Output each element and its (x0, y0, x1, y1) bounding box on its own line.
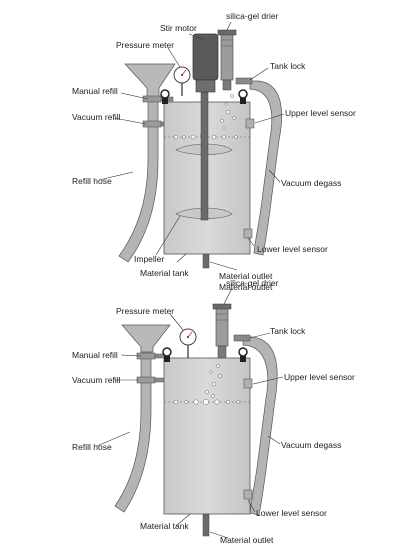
upper-level-sensor-2 (243, 378, 253, 389)
stir-shaft-1 (200, 91, 209, 221)
label-silica-gel-drier: silica-gel drier (226, 11, 279, 21)
tank-lock-fitting-1 (235, 77, 253, 85)
pressure-meter-1 (173, 66, 191, 96)
label-pressure-meter: Pressure meter (116, 40, 174, 50)
degas-bubbles-2 (173, 364, 240, 406)
diagram-without-stir-motor: Material outlet silica-gel drier Pressur… (72, 278, 355, 545)
vacuum-degass-hose-2 (242, 336, 278, 516)
label-material-tank: Material tank (140, 268, 189, 278)
label-manual-refill: Manual refill (72, 86, 118, 96)
label-material-outlet: Material outlet (220, 535, 274, 545)
label-tank-lock: Tank lock (270, 61, 306, 71)
pressure-meter-2 (179, 328, 197, 358)
lower-level-sensor-1 (243, 228, 253, 239)
tank-lock-left-1 (160, 89, 170, 104)
material-outlet-2 (202, 513, 210, 537)
vacuum-degass-hose-1 (249, 80, 282, 256)
tank-lock-right-1 (238, 89, 248, 104)
label-silica-gel-drier: silica-gel drier (226, 278, 279, 288)
label-vacuum-degass: Vacuum degass (281, 440, 341, 450)
silica-gel-drier-2 (212, 303, 232, 359)
tank-lock-right-2 (238, 347, 248, 362)
label-material-outlet-top: Material outlet (219, 282, 273, 292)
label-refill-hose: Refill hose (72, 442, 112, 452)
silica-gel-drier-1 (217, 29, 237, 91)
label-lower-level-sensor: Lower level sensor (256, 508, 327, 518)
label-vacuum-refill: Vacuum refill (72, 375, 121, 385)
labels-2: Material outlet silica-gel drier Pressur… (72, 278, 355, 545)
label-manual-refill: Manual refill (72, 350, 118, 360)
label-tank-lock: Tank lock (270, 326, 306, 336)
material-outlet-1 (202, 253, 210, 269)
label-vacuum-refill: Vacuum refill (72, 112, 121, 122)
label-upper-level-sensor: Upper level sensor (284, 372, 355, 382)
label-lower-level-sensor: Lower level sensor (257, 244, 328, 254)
label-material-tank: Material tank (140, 521, 189, 531)
label-material-outlet: Material outlet (219, 271, 273, 281)
refill-hose-2 (114, 347, 152, 513)
lower-level-sensor-2 (243, 489, 253, 500)
material-tank-2 (163, 357, 251, 515)
refill-funnel-2 (121, 324, 171, 353)
labels-1: Stir motor silica-gel drier Pressure met… (72, 11, 356, 281)
upper-level-sensor-1 (245, 118, 255, 129)
tank-lock-fitting-2 (233, 334, 251, 342)
tank-lock-left-2 (162, 347, 172, 362)
diagram-with-stir-motor: Stir motor silica-gel drier Pressure met… (72, 11, 356, 281)
leader-lines-2 (96, 287, 284, 539)
label-refill-hose: Refill hose (72, 176, 112, 186)
label-stir-motor: Stir motor (160, 23, 197, 33)
label-vacuum-degass: Vacuum degass (281, 178, 341, 188)
stir-motor-1 (192, 33, 219, 93)
leader-lines-1 (98, 21, 285, 271)
label-upper-level-sensor: Upper level sensor (285, 108, 356, 118)
vacuum-refill-valve-2 (136, 376, 167, 384)
refill-hose-1 (118, 97, 159, 263)
manual-refill-valve-2 (136, 352, 167, 360)
label-pressure-meter: Pressure meter (116, 306, 174, 316)
label-impeller: Impeller (134, 254, 164, 264)
